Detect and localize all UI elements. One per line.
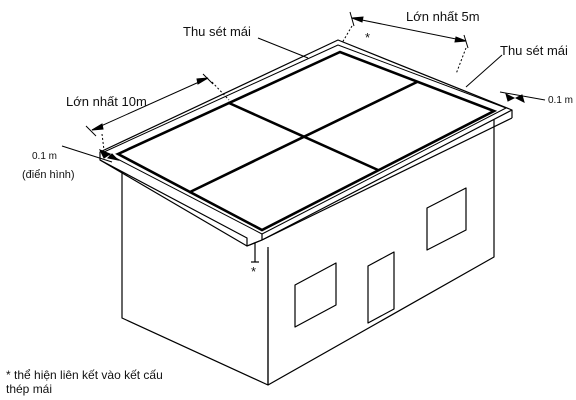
label-max-5m: Lớn nhất 5m (406, 9, 480, 24)
asterisk-bottom: * (251, 264, 257, 279)
leader-roof-conductor-right (465, 54, 503, 88)
window-right (426, 187, 467, 251)
door (367, 251, 395, 324)
asterisk-top: * (365, 30, 371, 45)
footnote-line-1: * thể hiện liên kết vào kết cấu (6, 368, 163, 382)
conductor-mesh-line-2 (188, 80, 419, 194)
right-wall (267, 118, 495, 386)
window-left (294, 262, 337, 328)
label-max-10m: Lớn nhất 10m (66, 94, 147, 109)
leader-roof-conductor-left (257, 37, 309, 59)
roof-top-surface (103, 44, 507, 235)
label-offset-right: 0.1 m (548, 95, 574, 106)
offset-marker-left (61, 145, 113, 163)
dimension-line-5m (351, 17, 467, 42)
label-roof-conductor-left: Thu sét mái (183, 24, 251, 39)
footnote-line-2: thép mái (6, 382, 53, 396)
conductor-perimeter (115, 50, 498, 232)
label-offset-left: 0.1 m (32, 151, 58, 162)
footnote: * thể hiện liên kết vào kết cấu thép mái (6, 368, 266, 396)
label-roof-conductor-right: Thu sét mái (500, 43, 568, 58)
dimension-line-10m (91, 77, 209, 131)
label-offset-left-note: (điển hình) (22, 169, 75, 181)
